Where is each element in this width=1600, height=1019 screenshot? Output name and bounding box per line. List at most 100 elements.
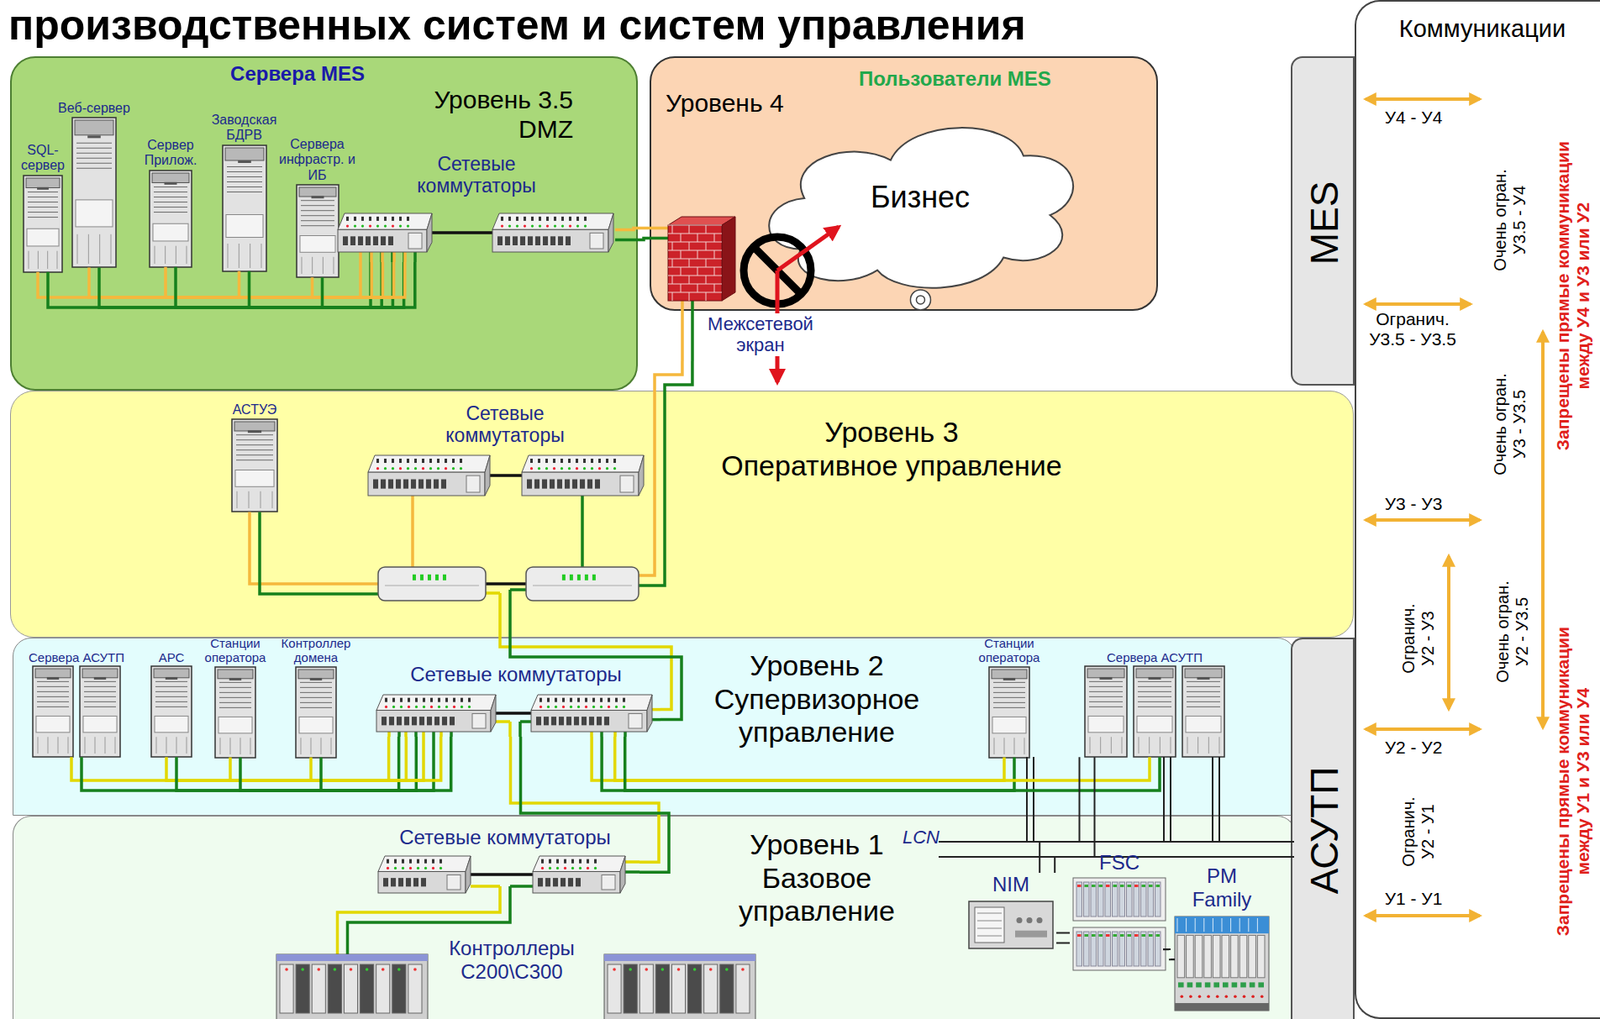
server-icon-part [236,450,274,452]
server-icon-part [226,186,263,188]
server-icon-part [175,245,177,264]
switch-group-art-part [460,705,464,709]
server-icon-part [300,701,332,703]
level-band-label: Уровень 1 [711,828,922,862]
server-icon-part [47,736,49,754]
fsc-rack-art-part [1105,882,1111,917]
network-wire-line [510,610,682,721]
fsc-rack-art-part [1105,884,1111,888]
switch-group-art-part [368,216,372,222]
switch-group-art-part [613,467,616,470]
server-icon-part [310,195,324,199]
nim-module-label: NIM [965,873,1057,897]
server-icon-part [310,677,322,680]
switch-group-art-part [562,705,565,709]
controller-group-art-part [295,964,310,1014]
switch-group-art-part [430,698,433,703]
firewall-art-part [668,233,722,235]
fsc-rack-art-part [1155,931,1162,967]
switch-group-art-part [396,716,402,726]
switch-group-art-part [536,716,542,726]
server-icon-part [272,491,274,509]
server-icon-part [1133,666,1176,758]
server-icon-part [1208,736,1210,754]
switch-group-art-part [414,458,417,464]
switch-group-art-part [369,252,374,263]
fsc-rack-art-part [1127,884,1132,888]
controller-group-art-part [327,964,342,1014]
network-wire-line [521,736,670,873]
switch-group-art-part [510,588,527,592]
server-label: SQL-сервер [16,142,69,174]
fsc-rack-art-part [1126,931,1133,967]
switch-group-art-part [387,731,391,737]
nim-module-art-part [968,901,1053,949]
server-icon-part [1219,736,1221,754]
switch-group-art-part [556,867,559,870]
switch-group-art-part [545,878,551,887]
fsc-rack-art-part [1148,884,1153,888]
switch-group-art-part [561,224,564,227]
switch-group-art-part [368,252,373,263]
controller-group-art-part [693,968,697,972]
network-wire-line [1056,942,1070,945]
switch-group-art-part [434,716,440,726]
switch-group-art-part [442,574,447,581]
controller-group-art-part [346,931,350,955]
server-icon-part [1138,736,1140,754]
server-box: Станции оператора [967,636,1052,758]
server-icon-part [219,691,252,693]
communication-arrow-part [1365,518,1480,522]
controller-group-art-part [392,964,406,1014]
switch-group-art-part [638,584,648,588]
switch-group-art-part [392,705,395,709]
network-wire-line [647,361,693,586]
switch-group-art-part [552,467,556,470]
switch-group-art-part [531,224,534,227]
prohibition-sign-part [753,247,801,295]
switch-group-art-part [531,710,648,732]
server-icon-part [1137,701,1172,703]
controller-group-art-part [604,954,756,1019]
switch-group-art-part [628,713,643,729]
server-icon-part [149,170,192,268]
fsc-rack-art-part [1112,931,1119,967]
server-box: SQL-сервер [16,142,69,273]
switch-group-art-part [409,867,412,870]
fsc-rack-art-part [1091,934,1096,937]
switch-group-label: Сетевые коммутаторы [395,826,615,850]
switch-group-art-part [452,458,455,464]
firewall-art-part [721,216,736,301]
switch-group-art-part [571,867,574,870]
switch-group-art-part [551,716,557,726]
level-band: Уровень 2Супервизорное управлениеСервера… [12,637,1296,816]
switch-group-art-part [578,859,582,864]
switch-group-art-part [549,479,555,490]
switch-group-art-part [394,859,397,864]
pm-cabinet-art-part [1186,935,1195,978]
switch-group-art-part [508,721,512,737]
switch-group-art-part [485,582,527,586]
pm-cabinet-art-part [1249,982,1256,988]
switch-group-art-part [380,236,386,246]
switch-group-art-part [523,216,527,222]
server-icon-part [84,686,116,688]
level-band-label: Супервизорное управление [690,683,943,749]
network-wire-line [337,894,501,932]
server-icon-part [321,257,323,274]
server-icon-part [1003,677,1016,680]
server-label: Станции оператора [967,636,1052,666]
switch-group-art-part [361,224,364,227]
server-icon-part [153,668,190,679]
server-icon [222,145,267,272]
firewall: Межсетевой экран [663,214,849,362]
server-label: Заводская БДРВ [200,112,289,144]
fsc-rack-art-part [1099,934,1104,937]
switch-group-art-part [594,867,597,870]
switch-group-art-part [410,479,416,490]
network-wire-line [259,511,363,595]
switch-group-art-part [357,236,364,246]
server-label: Сервера инфрастр. и ИБ [277,136,358,184]
level-band-label: Уровень 3 [765,415,1018,449]
fsc-rack-art-part [1147,882,1154,917]
